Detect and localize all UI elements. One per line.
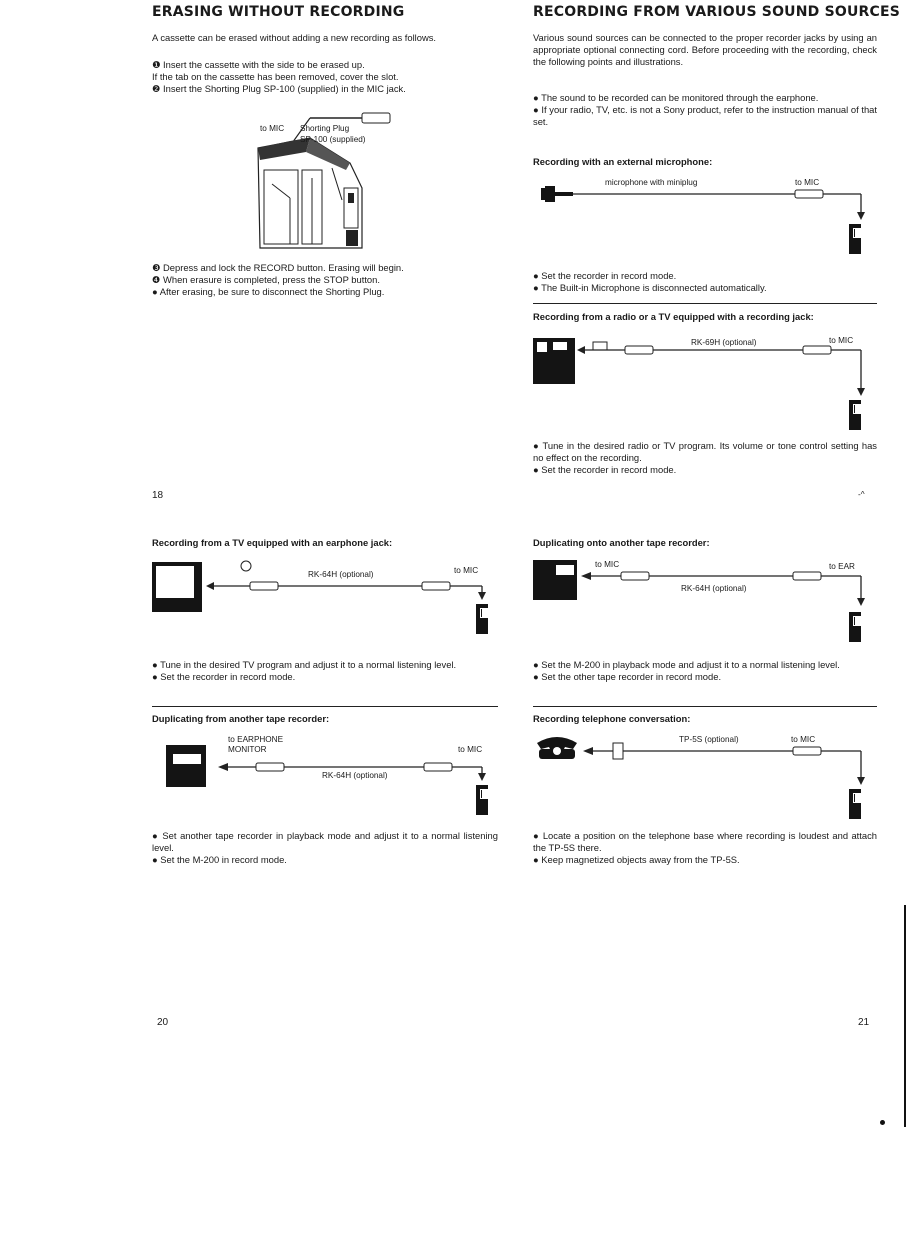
- sp100-label: SP-100 (supplied): [300, 135, 366, 144]
- recording-sources-heading: RECORDING FROM VARIOUS SOUND SOURCES: [533, 4, 901, 20]
- dup-from-connection-illustration: [218, 762, 486, 781]
- erasing-steps-after: ❸ Depress and lock the RECORD button. Er…: [152, 262, 498, 298]
- erasing-step-1: ❶ Insert the cassette with the side to b…: [152, 59, 365, 70]
- shorting-plug-figure: to MIC Shorting Plug SP-100 (supplied): [250, 108, 395, 253]
- radio-connection-illustration: [577, 341, 865, 396]
- tape-recorder-cassette: [555, 564, 575, 576]
- tape-deck-cassette: [172, 753, 202, 765]
- mic-section-title: Recording with an external microphone:: [533, 156, 713, 167]
- phone-notes: ● Locate a position on the telephone bas…: [533, 830, 877, 866]
- phone-figure: TP-5S (optional) to MIC: [533, 731, 878, 821]
- recorder-with-plug-illustration: [257, 112, 391, 249]
- page-number-21: 21: [858, 1017, 870, 1028]
- erasing-step-1-note: If the tab on the cassette has been remo…: [152, 70, 399, 82]
- to-mic-label: to MIC: [260, 124, 285, 133]
- erasing-steps: ❶ Insert the cassette with the side to b…: [152, 59, 498, 95]
- tv-connection-illustration: [206, 560, 486, 600]
- phone-note-2: ● Keep magnetized objects away from the …: [533, 853, 740, 865]
- mic-note-1: ● Set the recorder in record mode.: [533, 270, 677, 281]
- divider: [533, 706, 877, 707]
- to-mic-label: to MIC: [795, 178, 820, 187]
- non-sony-note: ● If your radio, TV, etc. is not a Sony …: [533, 103, 877, 127]
- to-earphone-label: to EARPHONE: [228, 735, 284, 744]
- phone-section-title: Recording telephone conversation:: [533, 713, 691, 724]
- microphone-connection-illustration: [541, 186, 865, 220]
- radio-dial: [537, 342, 547, 352]
- phone-note-1: ● Locate a position on the telephone bas…: [533, 830, 877, 853]
- divider: [533, 303, 877, 304]
- erasing-step-4: ❹ When erasure is completed, press the S…: [152, 273, 380, 285]
- page-number-18: 18: [152, 490, 164, 501]
- dup-onto-note-1: ● Set the M-200 in playback mode and adj…: [533, 659, 840, 670]
- shorting-plug-label: Shorting Plug: [300, 124, 350, 133]
- recorder-icon: [849, 612, 861, 642]
- tp5s-label: TP-5S (optional): [679, 735, 739, 744]
- rk64h-label: RK-64H (optional): [681, 584, 747, 593]
- rk64h-label: RK-64H (optional): [322, 771, 388, 780]
- erasing-intro: A cassette can be erased without adding …: [152, 32, 437, 43]
- monitor-note: ● The sound to be recorded can be monito…: [533, 92, 819, 103]
- radio-note-2: ● Set the recorder in record mode.: [533, 463, 677, 475]
- tp5s-pickup-icon: [612, 742, 624, 760]
- monitor-label: MONITOR: [228, 745, 267, 754]
- recorder-icon: [476, 604, 488, 634]
- telephone-icon: [537, 737, 577, 751]
- mic-note-2: ● The Built-in Microphone is disconnecte…: [533, 281, 767, 293]
- recorder-icon: [849, 400, 861, 430]
- recorder-icon: [849, 224, 861, 254]
- dup-onto-note-2: ● Set the other tape recorder in record …: [533, 670, 722, 682]
- rk69h-label: RK-69H (optional): [691, 338, 757, 347]
- cassette-icon: [592, 341, 608, 351]
- rk64h-label: RK-64H (optional): [308, 570, 374, 579]
- to-mic-label: to MIC: [458, 745, 483, 754]
- dup-onto-figure: to MIC RK-64H (optional) to EAR: [533, 556, 878, 648]
- recorder-icon: [476, 785, 488, 815]
- tv-note-1: ● Tune in the desired TV program and adj…: [152, 659, 457, 670]
- radio-figure: RK-69H (optional) to MIC: [533, 328, 878, 433]
- to-ear-label: to EAR: [829, 562, 855, 571]
- tape-deck-icon: [166, 745, 206, 787]
- dup-from-figure: to EARPHONE MONITOR RK-64H (optional) to…: [152, 731, 498, 821]
- recording-sources-notes: ● The sound to be recorded can be monito…: [533, 92, 877, 128]
- to-mic-label: to MIC: [595, 560, 620, 569]
- scan-edge-line: [904, 905, 906, 1127]
- tv-figure: RK-64H (optional) to MIC: [152, 556, 498, 648]
- recorder-icon: [849, 789, 861, 819]
- to-mic-label: to MIC: [829, 336, 854, 345]
- erasing-step-3: ❸ Depress and lock the RECORD button. Er…: [152, 262, 404, 273]
- dup-from-note-2: ● Set the M-200 in record mode.: [152, 853, 287, 865]
- to-mic-label: to MIC: [791, 735, 816, 744]
- microphone-icon: [545, 186, 555, 202]
- dup-from-section-title: Duplicating from another tape recorder:: [152, 713, 330, 724]
- phone-connection-illustration: [537, 737, 865, 785]
- recording-sources-intro: Various sound sources can be connected t…: [533, 32, 877, 67]
- dup-onto-section-title: Duplicating onto another tape recorder:: [533, 537, 710, 548]
- page-number-20: 20: [157, 1017, 169, 1028]
- to-mic-label: to MIC: [454, 566, 479, 575]
- tv-note-2: ● Set the recorder in record mode.: [152, 670, 296, 682]
- tv-section-title: Recording from a TV equipped with an ear…: [152, 537, 393, 548]
- erasing-heading: ERASING WITHOUT RECORDING: [152, 4, 405, 20]
- scan-speck: [880, 1120, 885, 1125]
- dup-onto-notes: ● Set the M-200 in playback mode and adj…: [533, 659, 877, 683]
- erasing-note: ● After erasing, be sure to disconnect t…: [152, 285, 385, 297]
- radio-display: [553, 342, 567, 350]
- erasing-step-2: ❷ Insert the Shorting Plug SP-100 (suppl…: [152, 82, 406, 94]
- tv-screen: [156, 566, 194, 598]
- dup-from-note-1: ● Set another tape recorder in playback …: [152, 830, 498, 853]
- mic-label: microphone with miniplug: [605, 178, 698, 187]
- earphone-icon: [240, 560, 252, 572]
- dup-onto-connection-illustration: [581, 571, 865, 606]
- radio-notes: ● Tune in the desired radio or TV progra…: [533, 440, 877, 476]
- tv-notes: ● Tune in the desired TV program and adj…: [152, 659, 498, 683]
- page-mark: -^: [858, 490, 865, 499]
- radio-note-1: ● Tune in the desired radio or TV progra…: [533, 440, 877, 463]
- dup-from-notes: ● Set another tape recorder in playback …: [152, 830, 498, 866]
- mic-notes: ● Set the recorder in record mode. ● The…: [533, 270, 877, 294]
- radio-section-title: Recording from a radio or a TV equipped …: [533, 311, 814, 322]
- divider: [152, 706, 498, 707]
- mic-figure: microphone with miniplug to MIC: [533, 172, 878, 264]
